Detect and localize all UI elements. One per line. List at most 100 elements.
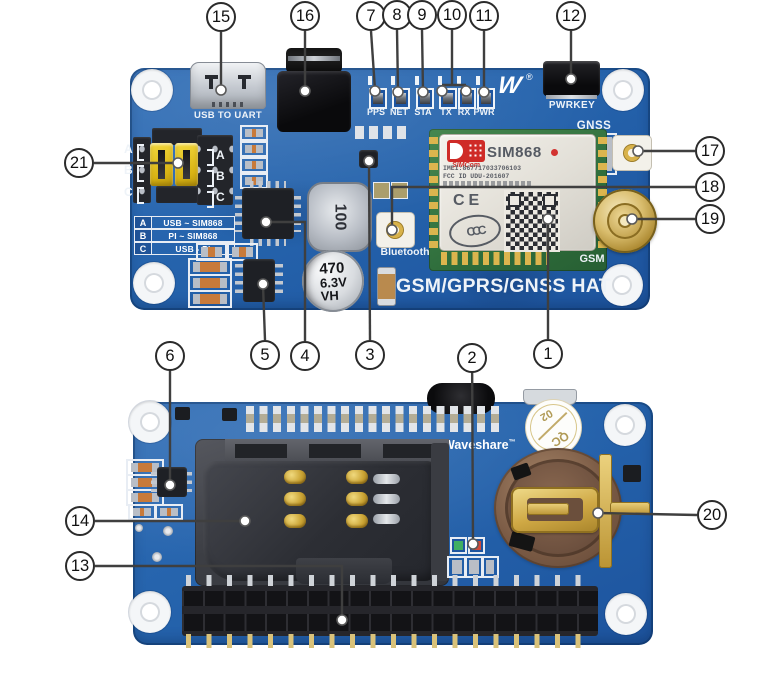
led-pps (369, 88, 387, 109)
callout-number: 2 (467, 348, 477, 367)
silk-bracket (207, 191, 214, 208)
usb-slot (238, 75, 251, 89)
callout-number: 12 (561, 6, 581, 25)
status-led-red (468, 537, 485, 554)
mounting-hole (602, 69, 644, 111)
waveshare-logo-letter: W (495, 72, 524, 99)
smd-component (240, 125, 268, 141)
callout-11: 11 (469, 1, 499, 31)
smd-component (196, 243, 227, 261)
led-label-rx: RX (457, 107, 471, 117)
pwrkey-label: PWRKEY (548, 100, 596, 111)
silk-bracket (137, 165, 144, 182)
brand-name: Waveshare (443, 438, 509, 452)
smd-component (128, 504, 156, 520)
sim-contact (284, 470, 306, 484)
table-value: USB ~ SIM868 (152, 216, 235, 229)
sot23-transistor (175, 407, 190, 420)
sim-spring-contact (373, 494, 400, 504)
callout-number: 1 (543, 344, 553, 363)
pin-header (152, 128, 202, 145)
usb-slot (205, 75, 218, 89)
sot23-transistor (623, 465, 641, 482)
power-ic (243, 259, 275, 302)
jumper-label-a-left: A (124, 142, 133, 156)
jumper-label-c-right: C (216, 190, 225, 204)
usb-uart-ic (242, 188, 294, 239)
ic-pins (235, 264, 243, 298)
module-imei: IMEI:867717033706103 (443, 165, 522, 172)
callout-15: 15 (206, 2, 236, 32)
ic-pins (275, 264, 283, 298)
silk-bracket (207, 170, 214, 187)
callout-7: 7 (356, 1, 386, 31)
callout-number: 7 (366, 6, 376, 25)
solder-joint (163, 526, 173, 536)
callout-number: 11 (475, 6, 493, 25)
callout-1: 1 (533, 339, 563, 369)
smd-component (188, 290, 232, 308)
callout-17: 17 (695, 136, 725, 166)
led-net (392, 88, 410, 109)
silk-bracket (207, 149, 214, 166)
status-led-green (450, 537, 467, 554)
callout-number: 19 (700, 209, 720, 228)
table-key: A (134, 216, 152, 229)
solder-joint (152, 552, 162, 562)
castellation-bottom (441, 252, 549, 265)
jumper-label-b-right: B (216, 169, 225, 183)
simcom-brand: SIMCom (452, 162, 480, 169)
trademark: ™ (508, 438, 516, 446)
sim-contact (346, 470, 368, 484)
led-label-sta: STA (414, 107, 432, 117)
sim-holder-frame (225, 439, 449, 463)
led-pwr (477, 88, 495, 109)
ce-mark: CE (453, 192, 484, 209)
callout-number: 16 (295, 6, 315, 25)
mounting-hole (601, 264, 643, 306)
silk-tick (457, 76, 461, 85)
silk-tick (476, 76, 480, 85)
led-tx (439, 88, 457, 109)
callout-number: 9 (417, 5, 427, 24)
board-title: GSM/GPRS/GNSS HAT (396, 275, 611, 297)
resistor-array (246, 406, 504, 432)
callout-number: 5 (260, 345, 270, 364)
simcom-logo (447, 140, 485, 162)
ic-pins (235, 196, 242, 232)
ic-pins (294, 196, 301, 232)
callout-number: 14 (70, 511, 90, 530)
callout-number: 3 (365, 345, 375, 364)
callout-number: 13 (70, 556, 90, 575)
sim-spring-contact (373, 474, 400, 484)
silk-tick (438, 76, 442, 85)
usb-uart-label: USB TO UART (193, 110, 263, 121)
smd-component (240, 157, 268, 173)
callout-19: 19 (695, 204, 725, 234)
bluetooth-antenna-connector (376, 212, 415, 248)
audio-jack (277, 71, 351, 132)
callout-number: 8 (392, 5, 402, 24)
led-label-net: NET (390, 107, 408, 117)
mounting-hole (604, 404, 646, 446)
smd-component (240, 141, 268, 157)
mounting-hole (605, 593, 647, 635)
gnss-antenna-connector (612, 135, 652, 171)
module-text-faint (443, 181, 531, 186)
ic-pins (186, 472, 192, 492)
led-label-pps: PPS (366, 107, 385, 117)
silk-tick (391, 76, 395, 85)
ipex-socket (623, 144, 641, 162)
callout-number: 4 (300, 346, 310, 365)
jumper-cap (150, 143, 173, 186)
sim-contact (284, 492, 306, 506)
gsm-label: GSM (579, 253, 605, 265)
callout-16: 16 (290, 1, 320, 31)
callout-5: 5 (250, 340, 280, 370)
sot23-transistor (222, 408, 237, 421)
sim-contact (346, 492, 368, 506)
pin-header (156, 186, 198, 203)
ipex-socket (386, 221, 404, 239)
callout-20: 20 (697, 500, 727, 530)
